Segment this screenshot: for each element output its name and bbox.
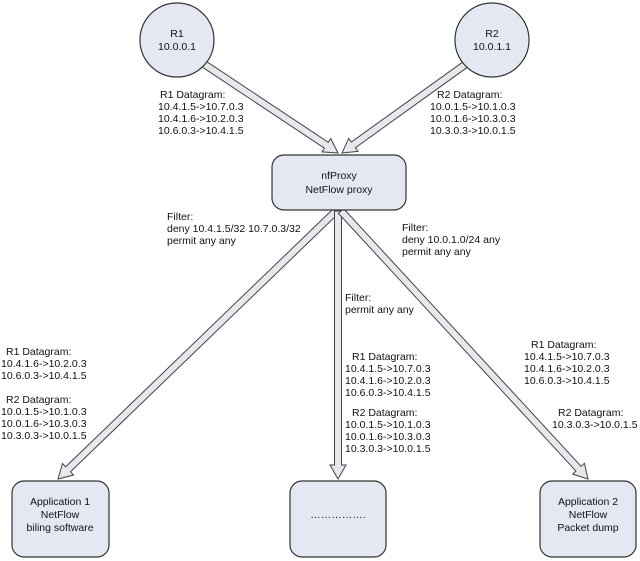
- app1-line1: Application 1: [30, 496, 90, 508]
- r1-ip: 10.0.0.1: [158, 41, 196, 53]
- svg-text:10.3.0.3->10.0.1.5: 10.3.0.3->10.0.1.5: [1, 430, 87, 442]
- svg-text:10.6.0.3->10.4.1.5: 10.6.0.3->10.4.1.5: [345, 387, 431, 399]
- proxy-subtitle: NetFlow proxy: [305, 184, 373, 196]
- arrow-r2-to-proxy: [341, 60, 469, 154]
- nfproxy-node: [271, 154, 407, 211]
- svg-text:10.6.0.3->10.4.1.5: 10.6.0.3->10.4.1.5: [524, 375, 610, 387]
- router-r2-node: [454, 2, 530, 78]
- svg-text:R1 Datagram:: R1 Datagram:: [352, 351, 417, 363]
- filter-left: Filter: deny 10.4.1.5/32 10.7.0.3/32 per…: [167, 211, 301, 247]
- app1-line2: NetFlow: [41, 509, 80, 521]
- app2-line3: Packet dump: [557, 522, 618, 534]
- svg-text:R2 Datagram:: R2 Datagram:: [437, 89, 502, 101]
- svg-text:10.0.1.5->10.1.0.3: 10.0.1.5->10.1.0.3: [1, 406, 87, 418]
- arrow-proxy-to-app1: [57, 207, 340, 480]
- svg-text:Filter:: Filter:: [167, 211, 193, 223]
- middle-application-node: [289, 480, 387, 558]
- app1-outbound-datagram: R1 Datagram: 10.4.1.6->10.2.0.3 10.6.0.3…: [1, 346, 87, 442]
- svg-text:10.3.0.3->10.0.1.5: 10.3.0.3->10.0.1.5: [430, 125, 516, 137]
- r2-inbound-datagram: R2 Datagram: 10.0.1.5->10.1.0.3 10.0.1.6…: [430, 89, 516, 137]
- svg-text:R1 Datagram:: R1 Datagram:: [160, 89, 225, 101]
- svg-text:10.0.1.6->10.3.0.3: 10.0.1.6->10.3.0.3: [1, 418, 87, 430]
- arrow-r1-to-proxy: [201, 60, 339, 154]
- r1-name: R1: [170, 28, 184, 40]
- svg-text:10.4.1.6->10.2.0.3: 10.4.1.6->10.2.0.3: [524, 363, 610, 375]
- svg-text:10.0.1.5->10.1.0.3: 10.0.1.5->10.1.0.3: [345, 419, 431, 431]
- r2-name: R2: [485, 28, 499, 40]
- svg-text:10.3.0.3->10.0.1.5: 10.3.0.3->10.0.1.5: [552, 419, 638, 431]
- app2-outbound-datagram: R1 Datagram: 10.4.1.5->10.7.0.3 10.4.1.6…: [524, 339, 638, 431]
- app2-line1: Application 2: [558, 496, 618, 508]
- middle-placeholder: …………….: [310, 509, 365, 521]
- svg-text:R2 Datagram:: R2 Datagram:: [558, 407, 623, 419]
- svg-text:permit any any: permit any any: [402, 246, 472, 258]
- svg-text:10.4.1.6->10.2.0.3: 10.4.1.6->10.2.0.3: [1, 358, 87, 370]
- svg-text:10.6.0.3->10.4.1.5: 10.6.0.3->10.4.1.5: [1, 370, 87, 382]
- svg-text:R1 Datagram:: R1 Datagram:: [6, 346, 71, 358]
- svg-text:10.6.0.3->10.4.1.5: 10.6.0.3->10.4.1.5: [158, 125, 244, 137]
- svg-text:10.4.1.5->10.7.0.3: 10.4.1.5->10.7.0.3: [345, 363, 431, 375]
- svg-text:10.4.1.5->10.7.0.3: 10.4.1.5->10.7.0.3: [158, 101, 244, 113]
- svg-text:Filter:: Filter:: [345, 292, 371, 304]
- svg-text:R2 Datagram:: R2 Datagram:: [352, 407, 417, 419]
- proxy-title: nfProxy: [321, 170, 357, 182]
- svg-text:10.0.1.6->10.3.0.3: 10.0.1.6->10.3.0.3: [430, 113, 516, 125]
- svg-text:10.4.1.5->10.7.0.3: 10.4.1.5->10.7.0.3: [524, 351, 610, 363]
- filter-middle: Filter: permit any any: [345, 292, 415, 316]
- arrow-proxy-to-middle: [329, 210, 347, 481]
- middle-outbound-datagram: R1 Datagram: 10.4.1.5->10.7.0.3 10.4.1.6…: [345, 351, 431, 455]
- svg-text:R2 Datagram:: R2 Datagram:: [6, 394, 71, 406]
- r2-ip: 10.0.1.1: [473, 41, 511, 53]
- svg-text:10.4.1.6->10.2.0.3: 10.4.1.6->10.2.0.3: [158, 113, 244, 125]
- app1-line3: biling software: [26, 522, 93, 534]
- application-2-node: [539, 480, 637, 558]
- svg-text:R1 Datagram:: R1 Datagram:: [531, 339, 596, 351]
- arrow-proxy-to-app2: [337, 207, 589, 480]
- router-r1-node: [139, 2, 215, 78]
- svg-text:10.0.1.6->10.3.0.3: 10.0.1.6->10.3.0.3: [345, 431, 431, 443]
- r1-inbound-datagram: R1 Datagram: 10.4.1.5->10.7.0.3 10.4.1.6…: [158, 89, 244, 137]
- svg-text:10.4.1.6->10.2.0.3: 10.4.1.6->10.2.0.3: [345, 375, 431, 387]
- application-1-node: [11, 480, 110, 558]
- svg-text:deny 10.4.1.5/32 10.7.0.3/32: deny 10.4.1.5/32 10.7.0.3/32: [167, 223, 301, 235]
- svg-text:permit any any: permit any any: [167, 235, 237, 247]
- svg-text:permit any any: permit any any: [345, 304, 415, 316]
- svg-text:10.3.0.3->10.0.1.5: 10.3.0.3->10.0.1.5: [345, 443, 431, 455]
- arrows: [57, 60, 589, 481]
- svg-text:Filter:: Filter:: [402, 222, 428, 234]
- filter-right: Filter: deny 10.0.1.0/24 any permit any …: [402, 222, 501, 258]
- svg-text:deny 10.0.1.0/24 any: deny 10.0.1.0/24 any: [402, 234, 501, 246]
- svg-text:10.0.1.5->10.1.0.3: 10.0.1.5->10.1.0.3: [430, 101, 516, 113]
- app2-line2: NetFlow: [569, 509, 608, 521]
